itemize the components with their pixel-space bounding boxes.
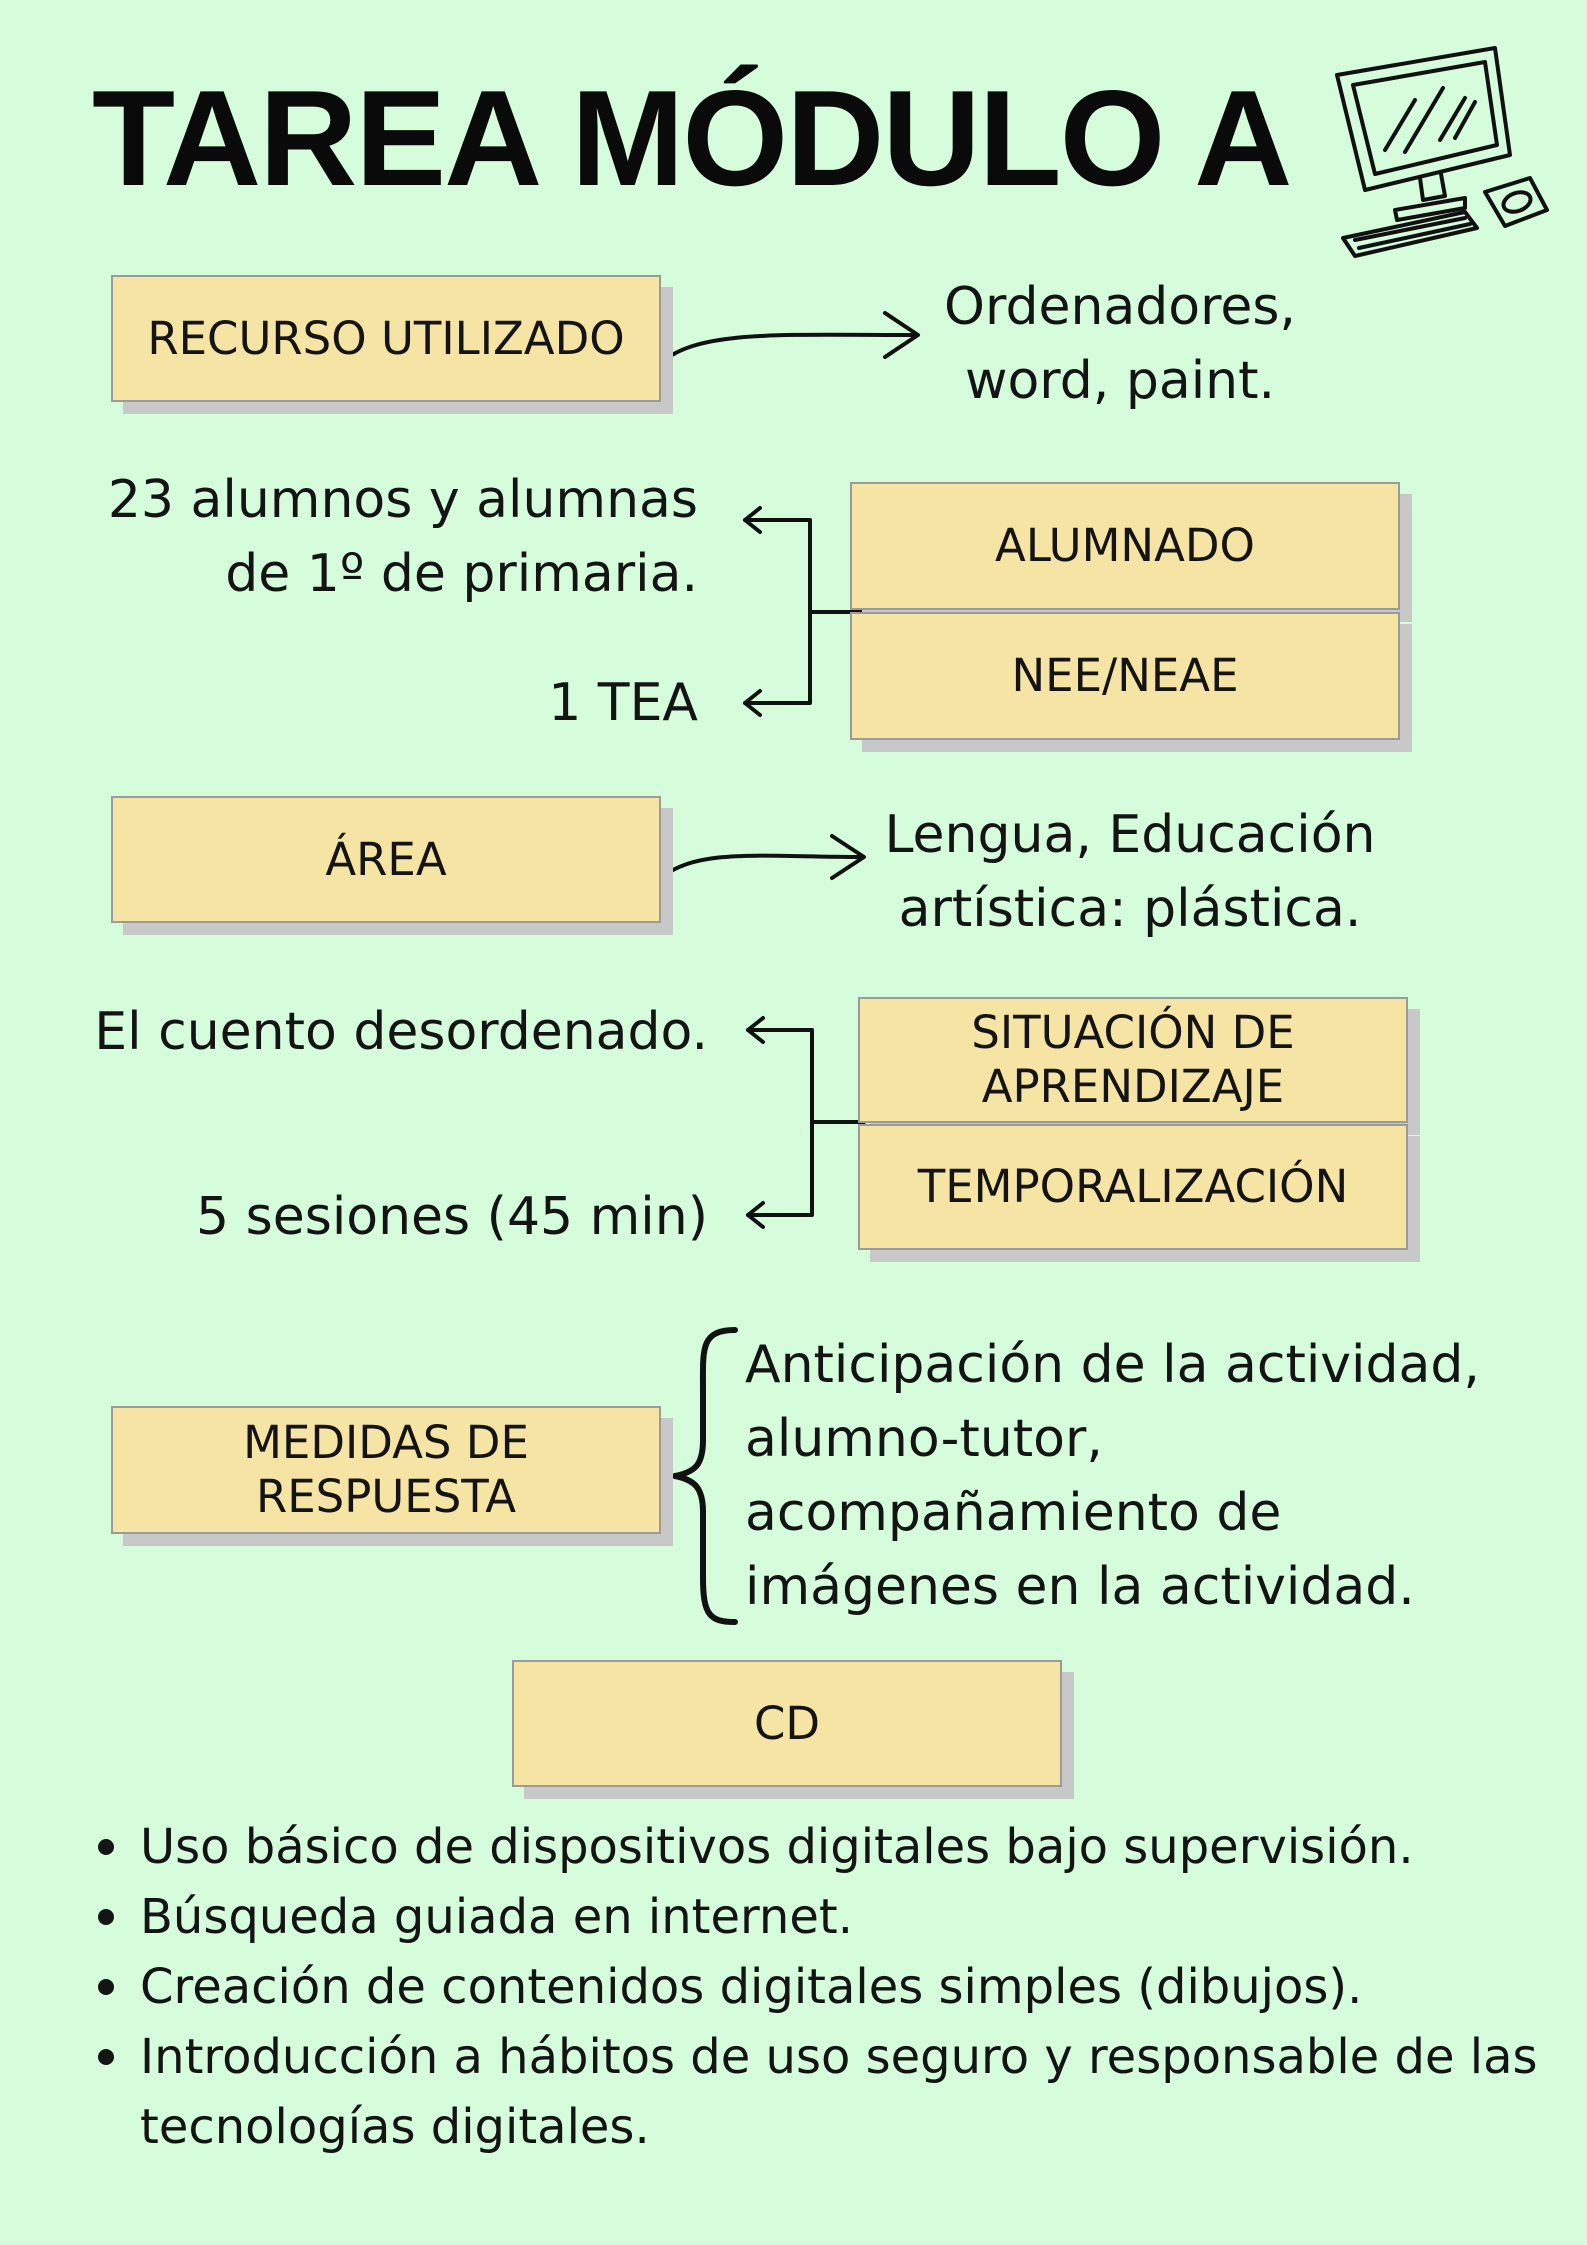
recurso-label-box: RECURSO UTILIZADO xyxy=(111,275,661,402)
alumnado-label: ALUMNADO xyxy=(995,519,1255,572)
recurso-label: RECURSO UTILIZADO xyxy=(147,311,625,365)
nee-connector xyxy=(743,610,812,705)
cd-label: CD xyxy=(753,1696,821,1750)
cd-list: Uso básico de dispositivos digitales baj… xyxy=(92,1812,1537,2162)
recurso-arrowhead xyxy=(883,311,920,359)
computer-icon xyxy=(1335,46,1549,258)
nee-label: NEE/NEAE xyxy=(1011,649,1239,702)
medidas-brace xyxy=(672,1327,738,1625)
situacion-value: El cuento desordenado. xyxy=(94,1002,708,1062)
area-label-box: ÁREA xyxy=(111,796,661,923)
medidas-label-line2: RESPUESTA xyxy=(255,1470,517,1523)
temporalizacion-connector xyxy=(746,1120,814,1217)
situacion-label-line2: APRENDIZAJE xyxy=(981,1060,1285,1113)
area-arrowhead xyxy=(830,834,866,880)
nee-label-box: NEE/NEAE xyxy=(850,612,1400,740)
alumnado-connector xyxy=(743,518,866,614)
list-item: Creación de contenidos digitales simples… xyxy=(92,1952,1537,2022)
list-item: Uso básico de dispositivos digitales baj… xyxy=(92,1812,1537,1882)
area-value: Lengua, Educación artística: plástica. xyxy=(884,805,1376,939)
list-item: Introducción a hábitos de uso seguro y r… xyxy=(92,2022,1537,2092)
medidas-label-line1: MEDIDAS DE xyxy=(243,1416,529,1469)
area-label: ÁREA xyxy=(325,832,447,886)
temporalizacion-label: TEMPORALIZACIÓN xyxy=(917,1160,1349,1213)
page-title: TAREA MÓDULO A xyxy=(92,62,1292,214)
situacion-label-line1: SITUACIÓN DE xyxy=(971,1006,1295,1059)
cd-label-box: CD xyxy=(512,1660,1062,1787)
alumnado-label-box: ALUMNADO xyxy=(850,482,1400,610)
situacion-connector xyxy=(746,1028,866,1124)
list-item-continuation: tecnologías digitales. xyxy=(140,2099,650,2155)
medidas-label-box: MEDIDAS DE RESPUESTA xyxy=(111,1406,661,1534)
list-item: Búsqueda guiada en internet. xyxy=(92,1882,1537,1952)
area-arrow xyxy=(660,853,864,879)
alumnado-value: 23 alumnos y alumnas de 1º de primaria. xyxy=(107,470,698,604)
temporalizacion-label-box: TEMPORALIZACIÓN xyxy=(858,1124,1408,1250)
temporalizacion-value: 5 sesiones (45 min) xyxy=(196,1187,708,1247)
nee-value: 1 TEA xyxy=(548,673,698,733)
recurso-value: Ordenadores, word, paint. xyxy=(944,277,1296,411)
situacion-label-box: SITUACIÓN DE APRENDIZAJE xyxy=(858,997,1408,1123)
recurso-arrow xyxy=(660,332,917,364)
medidas-value: Anticipación de la actividad, alumno-tut… xyxy=(745,1335,1480,1617)
